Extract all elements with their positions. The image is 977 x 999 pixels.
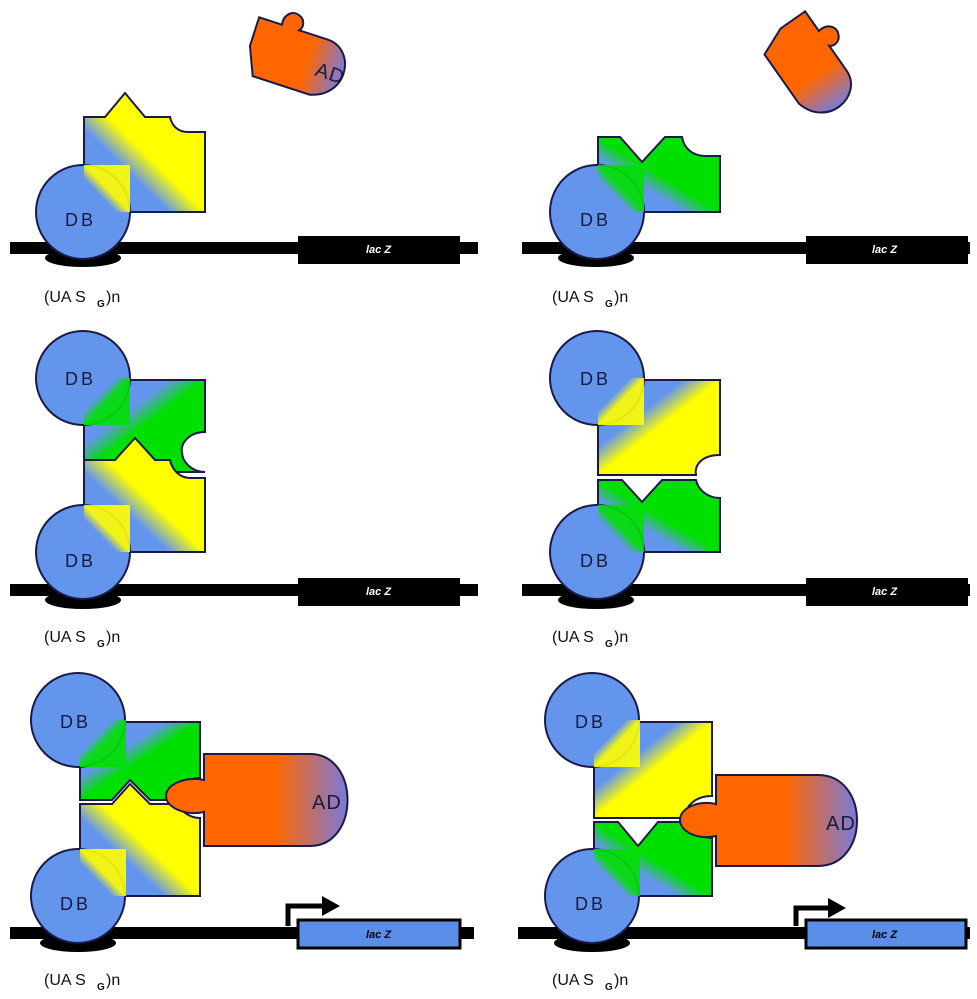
db-yellow-blend [80,849,126,896]
lacz-reporter [298,236,460,264]
db-yellow-blend [84,505,130,552]
db-label: DB [65,551,96,571]
lacz-label: lac Z [872,586,898,598]
free-ad-fusion: AD [248,12,348,96]
ad-label: AD [312,792,342,814]
transcription-arrowhead [322,896,340,916]
db-label: DB [580,210,611,230]
lacz-reporter-active [296,918,462,950]
lacz-label: lac Z [366,929,392,941]
db-label: DB [575,712,606,732]
db-label: DB [575,894,606,914]
panel-middle-left: DB DB lac Z (UA S G )n [10,330,478,650]
db-label: DB [65,369,96,389]
svg-text:G: G [605,982,613,993]
svg-text:(UA S: (UA S [44,629,86,646]
db-label: DB [580,369,611,389]
svg-text:)n: )n [106,629,120,646]
svg-text:G: G [97,299,105,310]
svg-text:G: G [97,639,105,650]
svg-text:G: G [605,639,613,650]
db-label: DB [580,551,611,571]
uas-promoter-label: (UA S G )n [552,972,628,993]
svg-text:G: G [97,982,105,993]
panel-top-right: DB lac Z (UA S G )n [522,9,970,310]
panel-middle-right: DB DB lac Z (UA S G )n [522,330,970,650]
transcription-arrow [285,903,326,926]
lacz-reporter [298,578,460,606]
transcription-arrow [793,905,832,926]
db-green-blend [80,720,126,767]
uas-promoter-label: (UA S G )n [44,972,120,993]
lacz-reporter [806,578,968,606]
transcription-arrowhead [828,898,846,918]
uas-promoter-label: (UA S G )n [44,629,120,650]
db-green-blend [594,849,640,896]
db-label: DB [60,712,91,732]
svg-text:(UA S: (UA S [552,629,594,646]
free-ad-fusion [763,9,852,114]
panel-bottom-left: DB DB AD lac Z (UA S G )n [10,672,474,993]
svg-text:(UA S: (UA S [44,289,86,306]
lacz-label: lac Z [366,244,392,256]
lacz-reporter [806,236,968,264]
lacz-label: lac Z [872,244,898,256]
svg-text:(UA S: (UA S [552,289,594,306]
lacz-reporter-active [804,918,968,950]
svg-text:G: G [605,299,613,310]
db-green-blend [84,378,130,425]
svg-text:(UA S: (UA S [44,972,86,989]
svg-text:(UA S: (UA S [552,972,594,989]
db-yellow-blend [84,165,130,212]
db-green-blend [598,165,644,212]
lacz-label: lac Z [366,586,392,598]
panel-top-left: DB lac Z (UA S G )n AD [10,12,478,310]
db-label: DB [65,210,96,230]
svg-text:)n: )n [106,972,120,989]
db-label: DB [60,894,91,914]
panel-bottom-right: DB DB AD lac Z (UA S G )n [518,672,970,993]
db-yellow-blend [594,720,640,767]
svg-text:)n: )n [106,289,120,306]
ad-label: AD [826,813,856,835]
db-green-blend [598,505,644,552]
svg-text:)n: )n [614,289,628,306]
lacz-label: lac Z [872,929,898,941]
uas-promoter-label: (UA S G )n [552,289,628,310]
uas-promoter-label: (UA S G )n [552,629,628,650]
bound-ad-fusion [678,774,858,867]
svg-text:)n: )n [614,972,628,989]
uas-promoter-label: (UA S G )n [44,289,120,310]
svg-text:)n: )n [614,629,628,646]
bound-ad-fusion [164,753,349,847]
db-yellow-blend [598,378,644,425]
